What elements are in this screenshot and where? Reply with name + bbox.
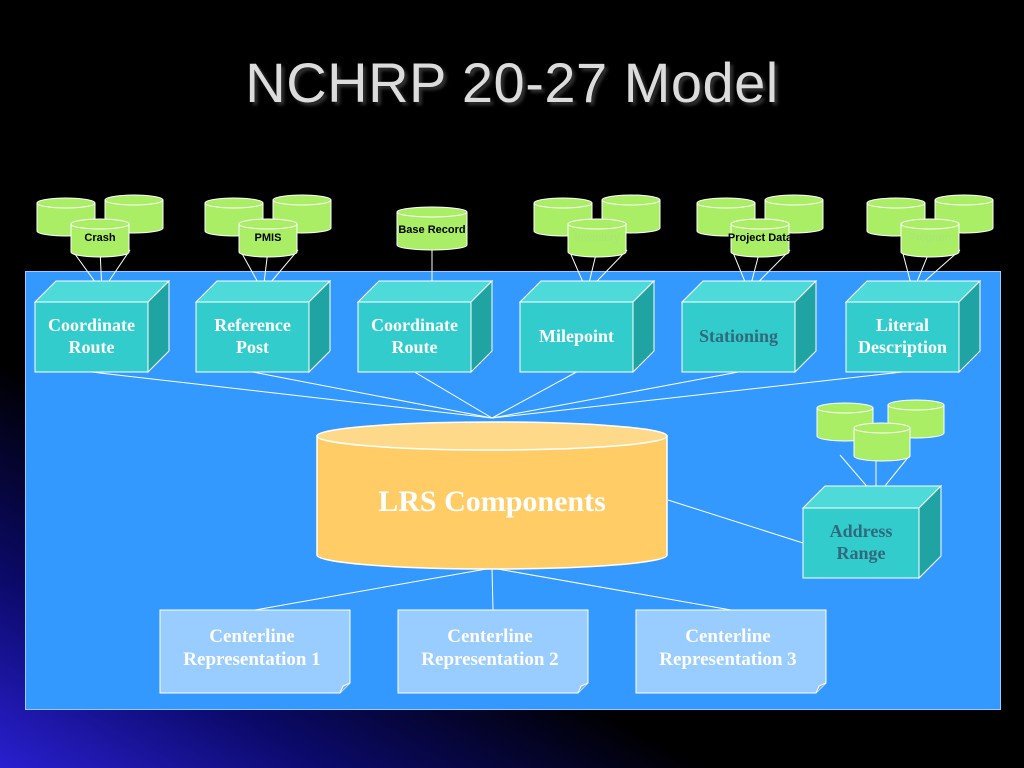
database-program [900,218,960,258]
method-cube-literal-description [844,279,982,374]
method-label-literal-description: Literal Description [858,315,947,357]
centerline-note-3 [635,609,827,694]
address-range-label: Address Range [829,521,893,563]
centerline-label-2: Centerline Representation 2 [421,626,559,670]
method-cube-stationing [680,279,818,374]
database-base-record [396,206,468,251]
method-label-stationing: Stationing [698,326,779,347]
centerline-label-1: Centerline Representation 1 [183,626,321,670]
database-label-inventory: Inventory [574,232,620,245]
centerline-note-1 [159,609,351,694]
lrs-components-label: LRS Components [378,485,606,518]
database-crash [70,218,130,258]
connector-line [491,567,494,611]
database-project-data [730,218,790,258]
method-cube-reference-post [194,279,332,374]
database-label-project-data: Project Data [727,232,793,245]
address-range-cube [801,484,943,580]
database-label-base-record: Base Record [398,224,466,237]
method-label-reference-post: Reference Post [214,315,291,357]
connector-line [491,371,739,419]
method-cube-coordinate-route-2 [356,279,494,374]
connector-line [414,371,493,419]
database-label-program: Program [908,232,952,245]
connector-line [491,371,577,419]
connector-line [667,499,804,544]
slide-title: NCHRP 20-27 Model [245,51,779,114]
diagram-shapes [33,194,994,694]
database-address-front [853,422,911,462]
database-label-crash: Crash [84,232,116,245]
connector-line [252,371,493,419]
database-label-pmis: PMIS [254,232,282,245]
method-cube-coordinate-route-1 [33,279,171,374]
connector-line [491,371,903,419]
database-inventory [567,218,627,258]
connector-line [91,371,493,419]
method-label-milepoint: Milepoint [539,326,614,347]
method-label-coordinate-route-2: Coordinate Route [371,315,458,357]
lrs-components-cylinder [316,421,668,570]
method-cube-milepoint [518,279,656,374]
connector-line [254,567,493,611]
method-label-coordinate-route-1: Coordinate Route [48,315,135,357]
centerline-note-2 [397,609,589,694]
connector-line [491,567,732,611]
database-pmis [238,218,298,258]
centerline-label-3: Centerline Representation 3 [659,626,797,670]
